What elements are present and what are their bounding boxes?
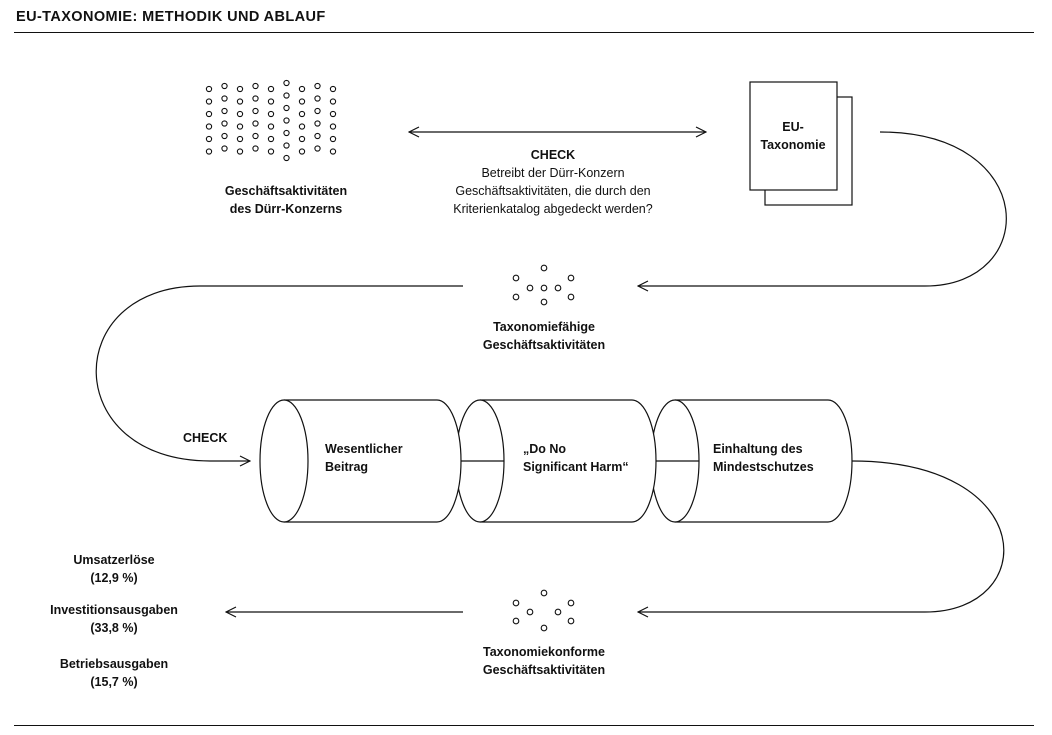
eligible-activities-label: Taxonomiefähige Geschäftsaktivitäten	[482, 320, 606, 352]
activity-dot	[205, 110, 213, 118]
page-title: EU-TAXONOMIE: METHODIK UND ABLAUF	[16, 9, 326, 25]
activity-dot	[236, 85, 244, 93]
activity-dot	[236, 110, 244, 118]
activity-dot	[267, 110, 275, 118]
top-rule	[14, 32, 1034, 33]
activity-dot	[329, 148, 337, 155]
activity-dot	[283, 104, 290, 112]
activity-dot	[283, 117, 290, 124]
activity-dot	[205, 148, 213, 155]
activity-dot	[252, 107, 259, 115]
cylinder-beitrag-face	[259, 399, 309, 523]
connector-eligible-to-criteria	[95, 285, 250, 461]
activity-dot	[314, 132, 321, 140]
aligned-dots-cluster	[512, 589, 575, 632]
activity-dot	[283, 79, 290, 87]
activity-dot	[283, 142, 290, 149]
activity-dot	[205, 98, 213, 105]
activity-dot	[221, 145, 228, 152]
activity-dot	[298, 110, 306, 118]
eu-taxonomy-label: EU- Taxonomie	[760, 120, 826, 152]
activity-dot	[298, 123, 306, 130]
activity-dot	[267, 148, 275, 155]
eu-taxonomy-document-icon	[749, 81, 853, 206]
activity-dot	[205, 85, 213, 93]
activity-dot	[267, 123, 275, 130]
check-heading: CHECK	[530, 148, 576, 162]
kpi-capex: Investitionsausgaben (33,8 %)	[50, 603, 178, 635]
activity-dot	[205, 135, 213, 143]
criterion-substantial-contribution: Wesentlicher Beitrag	[325, 442, 403, 474]
activity-dot	[236, 98, 244, 105]
criterion-minimum-safeguards: Einhaltung des Mindestschutzes	[713, 442, 814, 474]
business-activities-label: Geschäftsaktivitäten des Dürr-Konzerns	[224, 184, 348, 216]
activity-dot	[252, 145, 259, 152]
activity-dot	[314, 82, 321, 90]
activity-dot	[314, 107, 321, 115]
activity-dots-grid	[205, 79, 337, 162]
activity-dot	[329, 85, 337, 93]
activity-dot	[236, 148, 244, 155]
activity-dot	[252, 132, 259, 140]
activity-dot	[329, 123, 337, 130]
activity-dot	[252, 120, 259, 127]
activity-dot	[221, 95, 228, 102]
criteria-cylinders	[259, 399, 853, 523]
check-question-block: CHECK Betreibt der Dürr-Konzern Geschäft…	[453, 148, 653, 216]
activity-dot	[236, 123, 244, 130]
activity-dot	[314, 95, 321, 102]
activity-dot	[221, 120, 228, 127]
kpi-opex: Betriebsausgaben (15,7 %)	[59, 657, 169, 689]
activity-dot	[236, 135, 244, 143]
activity-dot	[314, 145, 321, 152]
kpi-revenue: Umsatzerlöse (12,9 %)	[73, 553, 155, 585]
bottom-rule	[14, 725, 1034, 726]
activity-dot	[298, 135, 306, 143]
activity-dot	[205, 123, 213, 130]
check-label-criteria: CHECK	[183, 431, 228, 445]
activity-dot	[221, 132, 228, 140]
activity-dot	[267, 85, 275, 93]
connector-criteria-to-aligned	[638, 460, 1005, 612]
activity-dot	[267, 98, 275, 105]
activity-dot	[221, 82, 228, 90]
aligned-activities-label: Taxonomiekonforme Geschäftsaktivitäten	[482, 645, 606, 677]
activity-dot	[329, 110, 337, 118]
activity-dot	[283, 154, 290, 162]
activity-dot	[298, 148, 306, 155]
activity-dot	[252, 82, 259, 90]
activity-dot	[283, 129, 290, 137]
activity-dot	[298, 85, 306, 93]
activity-dot	[221, 107, 228, 115]
activity-dot	[267, 135, 275, 143]
activity-dot	[314, 120, 321, 127]
activity-dot	[329, 98, 337, 105]
activity-dot	[252, 95, 259, 102]
activity-dot	[283, 92, 290, 99]
activity-dot	[298, 98, 306, 105]
eligible-dots-cluster	[512, 264, 575, 306]
criterion-dnsh: „Do No Significant Harm“	[523, 442, 629, 474]
activity-dot	[329, 135, 337, 143]
connector-document-to-eligible	[638, 131, 1007, 286]
